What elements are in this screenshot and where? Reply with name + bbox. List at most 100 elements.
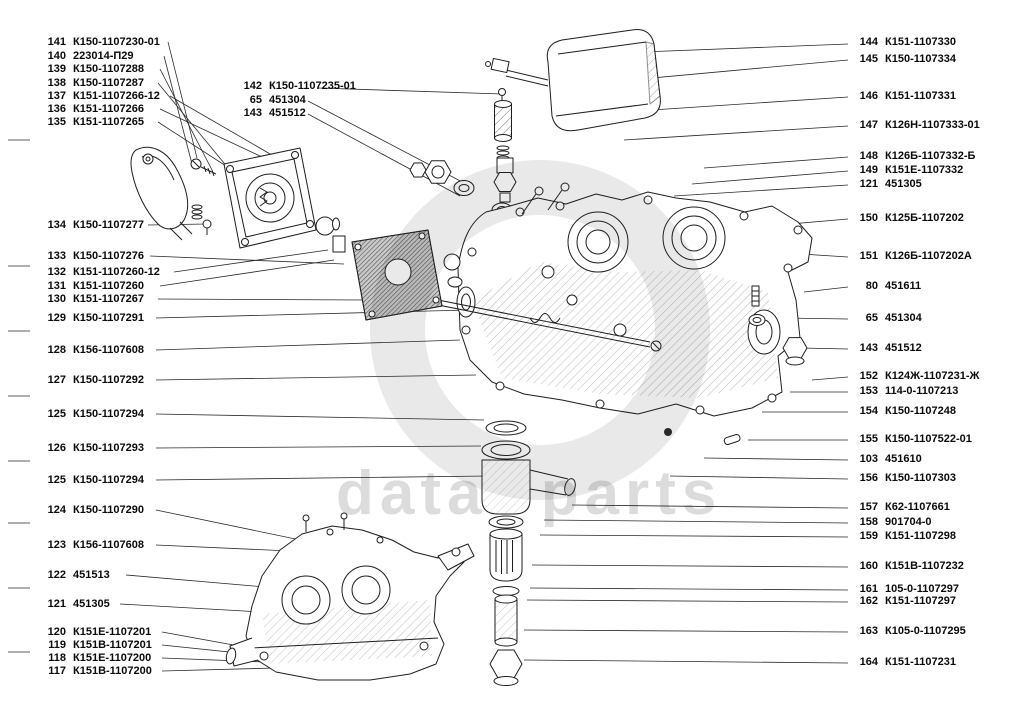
part-code: К151В-1107201 [73, 639, 152, 651]
part-code: 114-0-1107213 [885, 385, 959, 397]
part-code: 105-0-1107297 [885, 583, 960, 595]
part-number: 131 [47, 280, 66, 292]
choke-lever [130, 146, 212, 241]
part-code: К150-1107293 [73, 442, 144, 454]
part-number: 121 [859, 178, 878, 190]
part-code: К150-1107288 [73, 63, 144, 75]
part-code: К151-1107260-12 [73, 266, 160, 278]
part-code: 223014-П29 [73, 50, 134, 62]
part-code: К150-1107292 [73, 374, 144, 386]
part-code: К151-1107266-12 [73, 90, 160, 102]
part-code: К151-1107297 [885, 595, 956, 607]
part-number: 133 [47, 250, 66, 262]
part-number: 65 [865, 312, 878, 324]
part-label-row: 140 223014-П29 [42, 50, 134, 62]
part-number: 156 [859, 472, 878, 484]
part-code: 451512 [885, 342, 922, 354]
part-number: 65 [249, 94, 262, 106]
part-number: 143 [243, 107, 262, 119]
part-number: 117 [48, 665, 66, 677]
part-code: К150-1107290 [73, 504, 144, 516]
jet-stack [481, 420, 576, 686]
throttle-shaft [427, 297, 662, 352]
part-number: 128 [47, 344, 66, 356]
part-number: 147 [859, 119, 878, 131]
part-number: 163 [859, 625, 878, 637]
part-number: 80 [865, 280, 878, 292]
part-label-row: 145 К150-1107334 [852, 53, 956, 65]
part-number: 150 [859, 212, 878, 224]
part-number: 155 [859, 433, 878, 445]
part-number: 159 [859, 530, 878, 542]
part-code: К150-1107294 [73, 408, 144, 420]
part-number: 130 [47, 293, 66, 305]
part-label-row: 127 К150-1107292 [42, 374, 144, 386]
part-number: 127 [47, 374, 66, 386]
part-code: К126Б-1107202А [885, 250, 972, 262]
part-code: 451512 [269, 107, 306, 119]
part-number: 146 [859, 90, 878, 102]
part-label-row: 132 К151-1107260-12 [42, 266, 160, 278]
part-number: 137 [47, 90, 66, 102]
part-label-row: 117 К151В-1107200 [42, 665, 152, 677]
part-code: К151-1107265 [73, 116, 144, 128]
part-label-row: 151 К126Б-1107202А [852, 250, 972, 262]
part-number: 139 [47, 63, 66, 75]
part-code: К124Ж-1107231-Ж [885, 370, 980, 382]
part-number: 140 [47, 50, 66, 62]
part-code: К150-1107230-01 [73, 36, 160, 48]
cover-and-gasket [190, 147, 463, 321]
part-code: К150-1107248 [885, 405, 956, 417]
part-code: К151В-1107200 [73, 665, 152, 677]
part-code: 451305 [885, 178, 922, 190]
part-code: 451305 [73, 598, 110, 610]
part-number: 151 [859, 250, 878, 262]
part-code: К150-1107522-01 [885, 433, 972, 445]
part-number: 118 [48, 652, 66, 664]
part-number: 132 [47, 266, 66, 278]
part-code: К151-1107260 [73, 280, 144, 292]
part-label-row: 150 К125Б-1107202 [852, 212, 964, 224]
part-number: 158 [859, 516, 878, 528]
part-code: К150-1107291 [73, 312, 144, 324]
part-number: 125 [47, 474, 66, 486]
part-number: 120 [47, 626, 66, 638]
part-label-row: 137 К151-1107266-12 [42, 90, 160, 102]
part-number: 145 [859, 53, 878, 65]
part-number: 148 [859, 150, 878, 162]
part-number: 141 [47, 36, 66, 48]
part-code: К150-1107334 [885, 53, 956, 65]
part-code: К156-1107608 [73, 539, 144, 551]
part-number: 144 [859, 36, 878, 48]
part-code: К125Б-1107202 [885, 212, 964, 224]
